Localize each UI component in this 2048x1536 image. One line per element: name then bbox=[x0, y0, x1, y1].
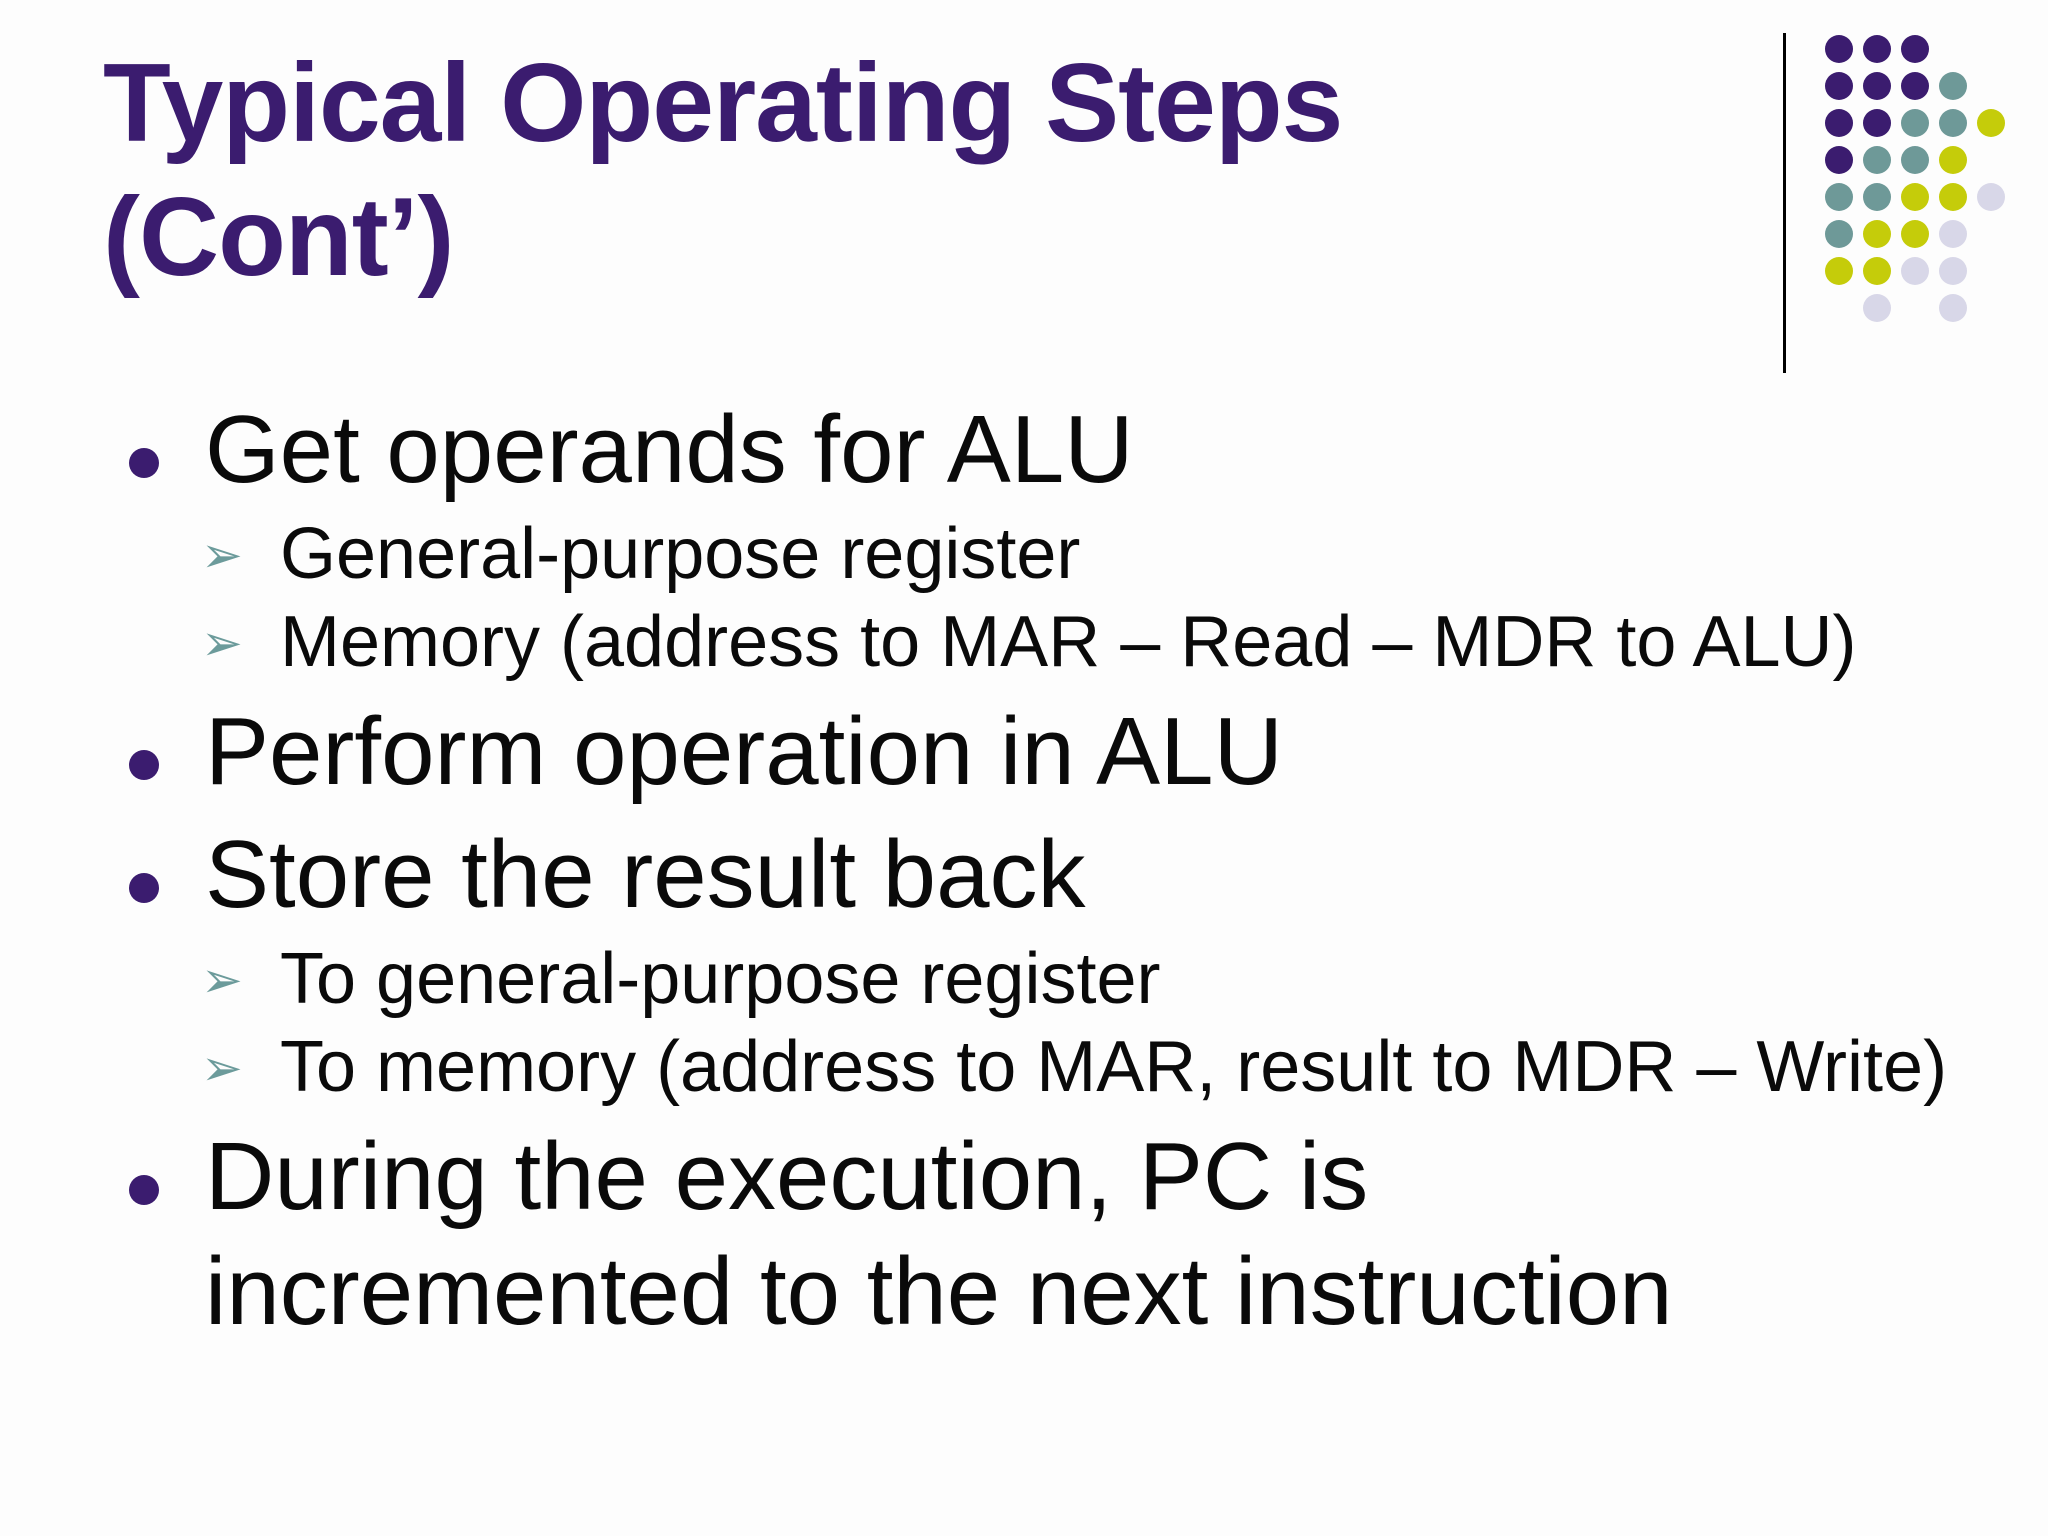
deco-dot-teal bbox=[1825, 220, 1853, 248]
list-item-text: Get operands for ALU bbox=[205, 396, 1134, 503]
list-item-1: Get operands for ALU bbox=[0, 392, 2048, 507]
list-item-4: During the execution, PC is bbox=[0, 1119, 2048, 1234]
deco-dot-teal bbox=[1863, 146, 1891, 174]
sub-list-item-text: General-purpose register bbox=[280, 514, 1081, 594]
list-item-4-continuation: incremented to the next instruction bbox=[0, 1234, 2048, 1349]
list-item-3: Store the result back bbox=[0, 817, 2048, 932]
deco-dot-teal bbox=[1901, 146, 1929, 174]
deco-dot-dark-purple bbox=[1825, 35, 1853, 63]
deco-dot-teal bbox=[1939, 109, 1967, 137]
deco-dot-lavender bbox=[1939, 294, 1967, 322]
slide-body: Get operands for ALU ➢ General-purpose r… bbox=[0, 392, 2048, 1349]
arrow-bullet-icon: ➢ bbox=[201, 951, 243, 1009]
deco-dot-lavender bbox=[1863, 294, 1891, 322]
deco-dot-yellow-green bbox=[1901, 183, 1929, 211]
list-item-text-line1: During the execution, PC is bbox=[205, 1123, 1369, 1230]
sub-list-item-1a: ➢ General-purpose register bbox=[0, 510, 2048, 598]
decorative-vertical-line bbox=[1783, 33, 1786, 373]
dot-bullet-icon bbox=[129, 448, 159, 478]
list-item-text: Store the result back bbox=[205, 821, 1086, 928]
deco-dot-lavender bbox=[1977, 183, 2005, 211]
list-item-text-line2: incremented to the next instruction bbox=[205, 1238, 1673, 1345]
deco-dot-dark-purple bbox=[1863, 35, 1891, 63]
list-item-text: Perform operation in ALU bbox=[205, 698, 1283, 805]
deco-dot-dark-purple bbox=[1825, 146, 1853, 174]
deco-dot-dark-purple bbox=[1825, 109, 1853, 137]
sub-list-item-text: To memory (address to MAR, result to MDR… bbox=[280, 1027, 1948, 1107]
deco-dot-dark-purple bbox=[1825, 72, 1853, 100]
arrow-bullet-icon: ➢ bbox=[201, 1039, 243, 1097]
deco-dot-lavender bbox=[1901, 257, 1929, 285]
deco-dot-yellow-green bbox=[1977, 109, 2005, 137]
deco-dot-dark-purple bbox=[1901, 72, 1929, 100]
dot-bullet-icon bbox=[129, 873, 159, 903]
deco-dot-dark-purple bbox=[1901, 35, 1929, 63]
deco-dot-teal bbox=[1939, 72, 1967, 100]
sub-list-item-1b: ➢ Memory (address to MAR – Read – MDR to… bbox=[0, 598, 2048, 686]
slide-title: Typical Operating Steps (Cont’) bbox=[103, 36, 1343, 304]
deco-dot-teal bbox=[1863, 183, 1891, 211]
deco-dot-teal bbox=[1901, 109, 1929, 137]
arrow-bullet-icon: ➢ bbox=[201, 614, 243, 672]
sub-list-item-3a: ➢ To general-purpose register bbox=[0, 935, 2048, 1023]
deco-dot-yellow-green bbox=[1863, 220, 1891, 248]
deco-dot-lavender bbox=[1939, 220, 1967, 248]
deco-dot-dark-purple bbox=[1863, 72, 1891, 100]
deco-dot-yellow-green bbox=[1901, 220, 1929, 248]
deco-dot-teal bbox=[1825, 183, 1853, 211]
dots-decoration bbox=[1825, 35, 2025, 365]
deco-dot-lavender bbox=[1939, 257, 1967, 285]
deco-dot-yellow-green bbox=[1863, 257, 1891, 285]
deco-dot-dark-purple bbox=[1863, 109, 1891, 137]
slide-title-line2: (Cont’) bbox=[103, 175, 455, 299]
slide-title-line1: Typical Operating Steps bbox=[103, 41, 1343, 165]
deco-dot-yellow-green bbox=[1825, 257, 1853, 285]
dot-bullet-icon bbox=[129, 1175, 159, 1205]
list-item-2: Perform operation in ALU bbox=[0, 694, 2048, 809]
deco-dot-yellow-green bbox=[1939, 183, 1967, 211]
sub-list-item-text: Memory (address to MAR – Read – MDR to A… bbox=[280, 602, 1857, 682]
arrow-bullet-icon: ➢ bbox=[201, 526, 243, 584]
sub-list-item-3b: ➢ To memory (address to MAR, result to M… bbox=[0, 1023, 2048, 1111]
sub-list-item-text: To general-purpose register bbox=[280, 939, 1161, 1019]
deco-dot-yellow-green bbox=[1939, 146, 1967, 174]
dot-bullet-icon bbox=[129, 750, 159, 780]
